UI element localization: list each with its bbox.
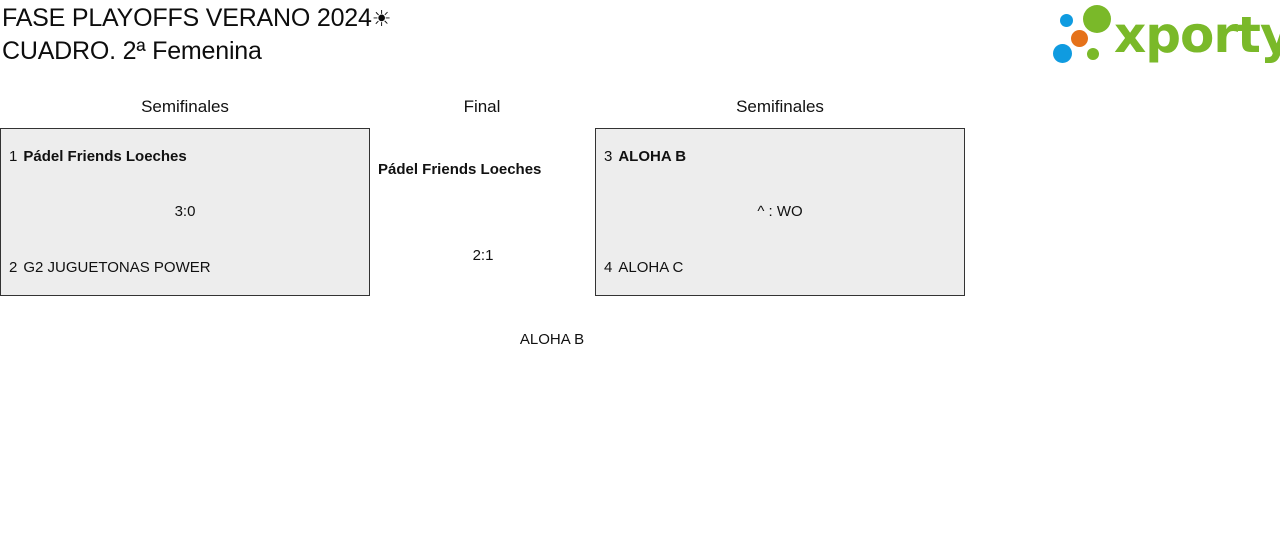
page-subtitle: CUADRO. 2ª Femenina	[2, 37, 262, 65]
page-title: FASE PLAYOFFS VERANO 2024☀	[2, 2, 391, 35]
semifinal-match-2[interactable]: 3 ALOHA B ^ : WO 4 ALOHA C	[595, 128, 965, 296]
team-name: ALOHA B	[618, 148, 687, 165]
title-text: FASE PLAYOFFS VERANO 2024	[2, 4, 372, 32]
team-row-top[interactable]: 3 ALOHA B	[604, 147, 686, 167]
match-score: ^ : WO	[757, 203, 803, 220]
logo-dot-blue-bottom	[1053, 44, 1072, 63]
semifinals-right-heading: Semifinales	[736, 97, 824, 116]
team-row-bottom[interactable]: 2 G2 JUGUETONAS POWER	[9, 258, 211, 278]
semifinal-match-1[interactable]: 1 Pádel Friends Loeches 3:0 2 G2 JUGUETONA…	[0, 128, 370, 296]
semifinals-left-heading: Semifinales	[141, 97, 229, 116]
sun-icon: ☀	[371, 6, 392, 31]
team-row-top[interactable]: 1 Pádel Friends Loeches	[9, 147, 187, 167]
logo-wordmark: xporty	[1114, 6, 1280, 64]
xporty-logo: xporty	[1050, 3, 1280, 67]
logo-dot-green-large	[1083, 5, 1111, 33]
logo-dot-orange	[1071, 30, 1088, 47]
seed-number: 1	[9, 148, 18, 165]
final-score: 2:1	[472, 247, 494, 264]
final-heading: Final	[463, 97, 501, 116]
final-team-bottom[interactable]: ALOHA B	[519, 331, 585, 348]
final-team-top[interactable]: Pádel Friends Loeches	[378, 161, 542, 178]
team-name: ALOHA C	[618, 259, 684, 276]
seed-number: 4	[604, 259, 613, 276]
team-name: G2 JUGUETONAS POWER	[23, 259, 211, 276]
seed-number: 2	[9, 259, 18, 276]
team-row-bottom[interactable]: 4 ALOHA C	[604, 258, 683, 278]
page-header: FASE PLAYOFFS VERANO 2024☀ CUADRO. 2ª Fe…	[2, 2, 391, 68]
seed-number: 3	[604, 148, 613, 165]
team-name: Pádel Friends Loeches	[23, 148, 187, 165]
logo-dot-blue-top	[1060, 14, 1073, 27]
logo-dot-green-small	[1087, 48, 1099, 60]
match-score: 3:0	[174, 203, 196, 220]
